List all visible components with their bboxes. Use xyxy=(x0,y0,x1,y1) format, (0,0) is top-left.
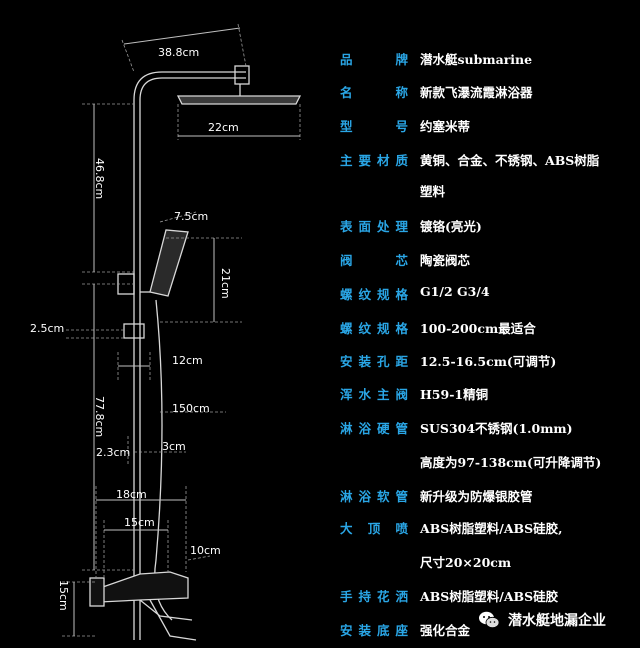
spec-label: 名 称 xyxy=(340,85,408,100)
spec-value: 约塞米蒂 xyxy=(420,119,471,134)
dim-spout: 10cm xyxy=(190,544,221,557)
dim-bracket: 2.5cm xyxy=(30,322,65,335)
dim-valve-inner: 15cm xyxy=(124,516,155,529)
spec-value: 镀铬(亮光) xyxy=(420,219,482,234)
spec-label: 品 牌 xyxy=(340,52,408,67)
dim-pipe-offset: 3cm xyxy=(162,440,186,453)
spec-value: 100-200cm最适合 xyxy=(420,321,536,336)
spec-list: 品 牌 潜水艇submarine 名 称 新款飞瀑流霞淋浴器 型 号 约塞米蒂 … xyxy=(340,0,640,648)
dim-pipe-diameter: 2.3cm xyxy=(96,446,131,459)
spec-value: 尺寸20×20cm xyxy=(420,555,512,570)
dim-valve-width: 18cm xyxy=(116,488,147,501)
spec-value: 黄铜、合金、不锈钢、ABS树脂 xyxy=(420,153,600,168)
spec-label: 螺纹规格 xyxy=(340,321,408,336)
spec-value: 陶瓷阀芯 xyxy=(420,253,471,268)
watermark-text: 潜水艇地漏企业 xyxy=(508,613,606,629)
watermark: 潜水艇地漏企业 xyxy=(478,608,606,632)
spec-label: 主要材质 xyxy=(340,153,408,168)
dim-top-width: 38.8cm xyxy=(158,46,200,59)
wechat-icon xyxy=(479,611,500,629)
dim-head-width: 22cm xyxy=(208,121,239,134)
dim-height-upper: 46.8cm xyxy=(93,158,106,200)
dim-handheld-head: 7.5cm xyxy=(174,210,209,223)
spec-label: 表面处理 xyxy=(340,219,408,234)
spec-label: 安装孔距 xyxy=(340,354,408,369)
spec-value: H59-1精铜 xyxy=(420,387,489,402)
spec-label: 型 号 xyxy=(340,119,408,134)
dim-hose: 150cm xyxy=(172,402,210,415)
spec-label: 螺纹规格 xyxy=(340,287,408,302)
spec-value: 新款飞瀑流霞淋浴器 xyxy=(420,85,533,100)
spec-label: 手持花洒 xyxy=(340,589,408,604)
spec-value: 潜水艇submarine xyxy=(420,52,533,67)
dim-base-height: 15cm xyxy=(57,580,70,611)
spec-value: SUS304不锈钢(1.0mm) xyxy=(420,421,573,436)
shower-drawing xyxy=(62,23,302,641)
spec-value: ABS树脂塑料/ABS硅胶 xyxy=(420,589,559,604)
spec-value: 12.5-16.5cm(可调节) xyxy=(420,354,557,369)
spec-label: 淋浴软管 xyxy=(340,489,408,504)
spec-label: 安装底座 xyxy=(340,623,408,638)
spec-value: 新升级为防爆银胶管 xyxy=(420,489,533,504)
spec-label: 淋浴硬管 xyxy=(340,421,408,436)
spec-value: ABS树脂塑料/ABS硅胶, xyxy=(420,521,563,536)
shower-dimension-diagram: 38.8cm 22cm 46.8cm 7.5cm 21cm 2.5cm 12cm… xyxy=(30,23,302,641)
spec-label: 大顶喷 xyxy=(340,521,408,536)
spec-value: 高度为97-138cm(可升降调节) xyxy=(420,455,602,470)
spec-label: 阀 芯 xyxy=(340,253,408,268)
dim-handheld-length: 21cm xyxy=(219,268,232,299)
spec-value: G1/2 G3/4 xyxy=(420,284,490,299)
spec-value: 强化合金 xyxy=(420,623,471,638)
dim-pipe-total: 77.8cm xyxy=(93,396,106,438)
spec-label: 浑水主阀 xyxy=(340,387,408,402)
spec-value: 塑料 xyxy=(420,184,446,199)
dim-slide-bar-gap: 12cm xyxy=(172,354,203,367)
